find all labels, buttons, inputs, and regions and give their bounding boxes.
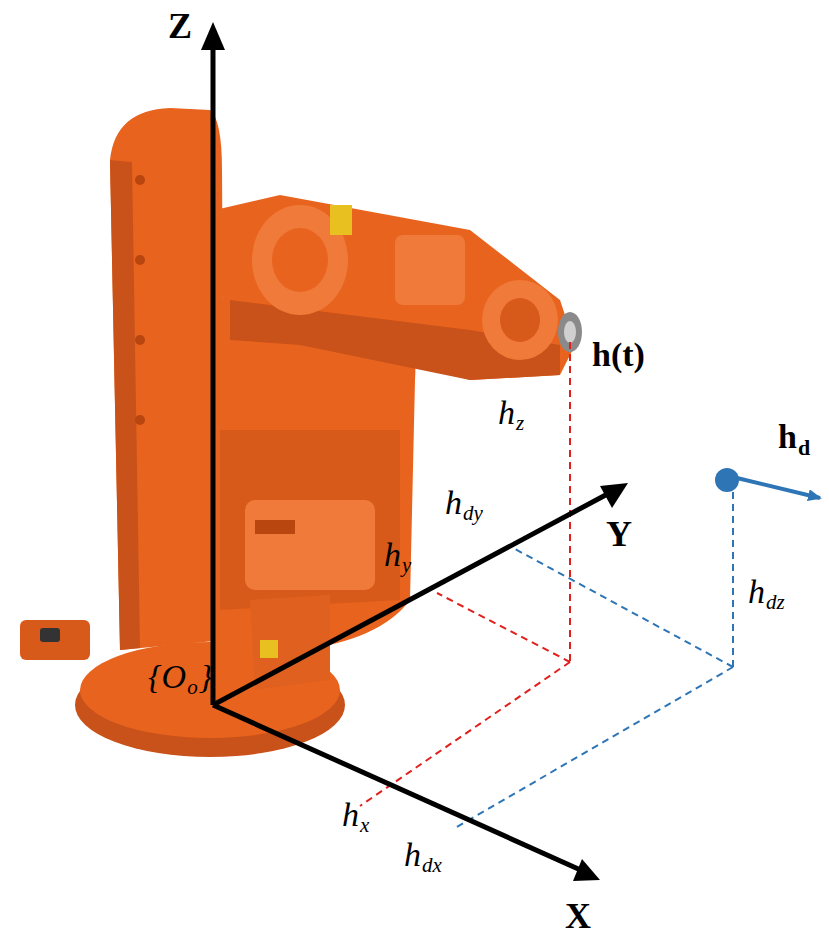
- axis-label: Y: [606, 516, 632, 552]
- desired-point: [715, 468, 739, 492]
- origin-label: {O: [148, 660, 186, 694]
- projection-lines: [360, 342, 570, 806]
- coordinate-label: h: [404, 838, 421, 872]
- coordinate-axes: [213, 40, 615, 872]
- desired-direction-arrow: [737, 478, 820, 498]
- desired-label: h: [778, 420, 797, 454]
- coordinate-subscript: y: [402, 555, 411, 576]
- axis-arrowhead: [201, 22, 225, 50]
- origin-subscript: o: [187, 677, 198, 698]
- axis-label: Z: [168, 8, 192, 44]
- coordinate-label: h: [445, 486, 462, 520]
- position-label: h(t): [592, 338, 645, 372]
- coordinate-subscript: z: [516, 413, 524, 434]
- coordinate-label: h: [498, 396, 515, 430]
- axis-arrowhead: [573, 859, 600, 881]
- coordinate-subscript: dx: [422, 855, 442, 876]
- desired-subscript: d: [798, 437, 810, 459]
- coordinate-label: h: [748, 575, 765, 609]
- coordinate-label: h: [342, 798, 359, 832]
- origin-label: }: [199, 660, 213, 694]
- coordinate-subscript: dz: [766, 592, 785, 613]
- axis-arrowhead: [600, 483, 628, 508]
- coordinate-subscript: dy: [463, 503, 483, 524]
- coordinate-label: h: [384, 538, 401, 572]
- desired-projection-lines: [455, 492, 733, 828]
- coordinate-subscript: x: [360, 815, 369, 836]
- axis-label: X: [565, 898, 591, 934]
